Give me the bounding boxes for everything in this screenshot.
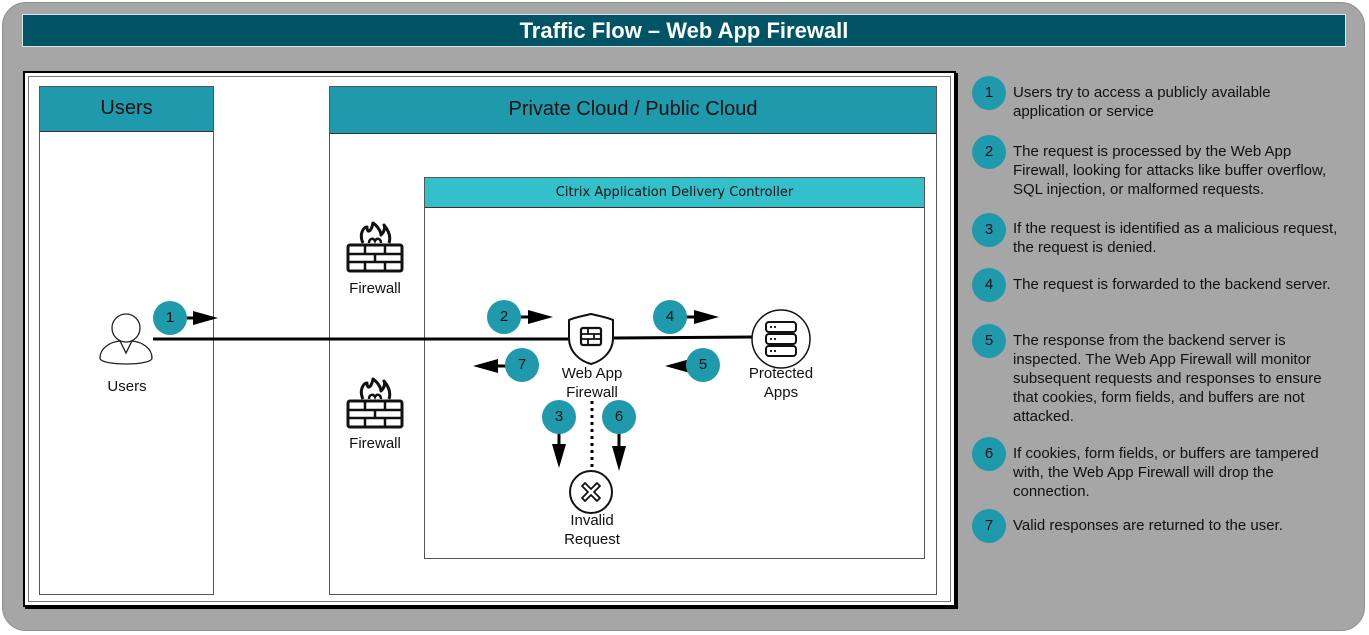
- invalid-label-line2: Request: [564, 531, 620, 548]
- legend-text: The response from the backend server is …: [1013, 332, 1322, 425]
- cloud-lane-header: Private Cloud / Public Cloud: [330, 87, 936, 134]
- shield-firewall-icon: [568, 312, 614, 366]
- waf-node-label: Web App Firewall: [546, 364, 638, 402]
- legend-badge: 3: [972, 213, 1006, 247]
- legend-text: The request is forwarded to the backend …: [1013, 276, 1331, 293]
- users-node-label: Users: [107, 378, 147, 395]
- firewall-icon: [346, 221, 404, 273]
- users-lane-header: Users: [40, 87, 213, 132]
- legend-badge: 5: [972, 324, 1006, 358]
- step-badge-6: 6: [602, 400, 636, 434]
- adc-container: Citrix Application Delivery Controller: [424, 177, 925, 559]
- legend-badge: 6: [972, 437, 1006, 471]
- waf-label-line2: Firewall: [566, 384, 618, 401]
- invalid-node-label: Invalid Request: [550, 511, 634, 549]
- apps-label-line2: Apps: [763, 384, 799, 401]
- legend-text: Valid responses are returned to the user…: [1013, 517, 1283, 534]
- step-badge-4: 4: [653, 300, 687, 334]
- firewall-top-label: Firewall: [349, 280, 401, 297]
- legend-text: The request is processed by the Web App …: [1013, 143, 1327, 198]
- step-badge-7: 7: [505, 348, 539, 382]
- step-badge-3: 3: [542, 400, 576, 434]
- step-badge-1: 1: [153, 301, 187, 335]
- waf-label-line1: Web App: [561, 365, 623, 382]
- legend-badge: 4: [972, 268, 1006, 302]
- firewall-bottom-label: Firewall: [349, 435, 401, 452]
- legend-text: Users try to access a publicly available…: [1013, 84, 1271, 120]
- apps-node-label: Protected Apps: [736, 364, 826, 402]
- user-icon: [99, 313, 153, 365]
- x-circle-icon: [569, 470, 613, 514]
- server-stack-icon: [751, 309, 811, 369]
- legend-badge: 7: [972, 509, 1006, 543]
- apps-label-line1: Protected: [748, 365, 814, 382]
- legend-badge: 2: [972, 135, 1006, 169]
- step-badge-2: 2: [487, 300, 521, 334]
- legend-badge: 1: [972, 76, 1006, 110]
- adc-header: Citrix Application Delivery Controller: [425, 178, 924, 208]
- legend-text: If the request is identified as a malici…: [1013, 220, 1338, 256]
- invalid-label-line1: Invalid: [570, 512, 614, 529]
- canvas-border: [28, 76, 951, 602]
- diagram-title: Traffic Flow – Web App Firewall: [22, 14, 1346, 47]
- step-badge-5: 5: [686, 348, 720, 382]
- legend-text: If cookies, form fields, or buffers are …: [1013, 445, 1319, 500]
- firewall-icon: [346, 377, 404, 429]
